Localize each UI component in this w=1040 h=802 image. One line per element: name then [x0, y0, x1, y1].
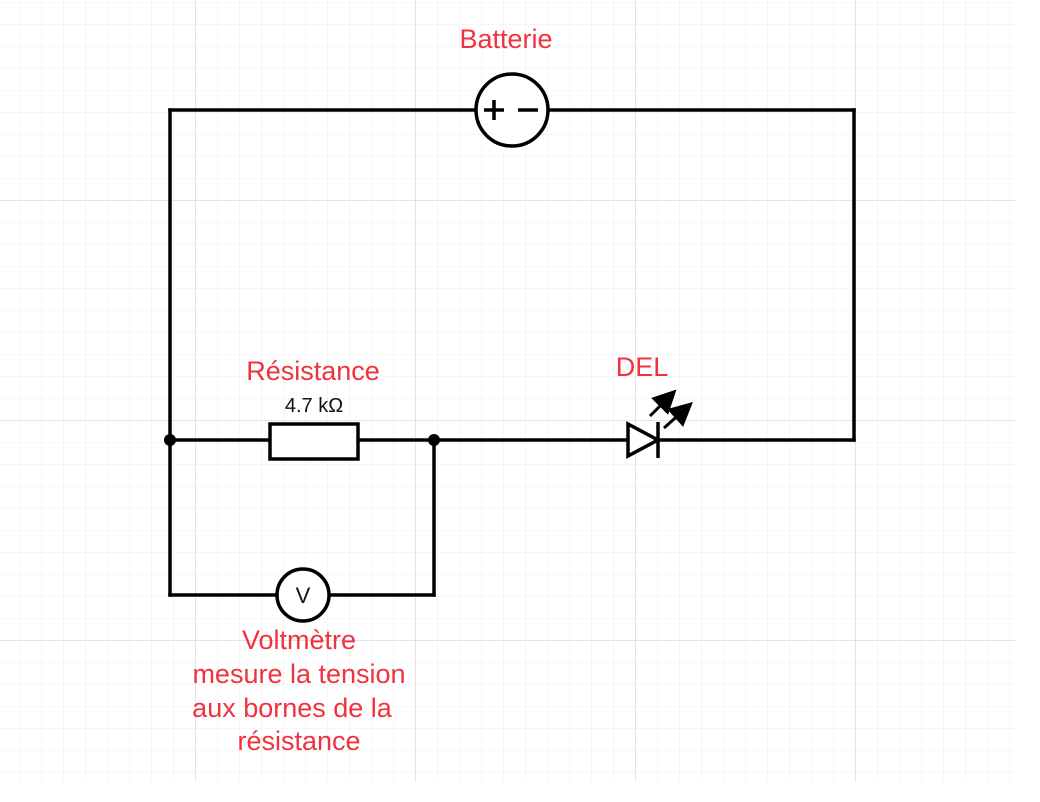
- resistor-symbol: [268, 422, 360, 461]
- battery-label: Batterie: [459, 24, 552, 54]
- battery-symbol: [474, 72, 550, 148]
- resistor-label: Résistance: [246, 356, 380, 386]
- voltmeter-label-line-1: Voltmètre: [242, 625, 356, 655]
- voltmeter-label-line-4: résistance: [237, 726, 360, 756]
- voltmeter-symbol-letter: V: [296, 583, 311, 608]
- junction-dot-left: [164, 434, 176, 446]
- voltmeter-symbol: V: [275, 567, 331, 623]
- led-symbol: [626, 389, 693, 459]
- resistor-value: 4.7 kΩ: [285, 395, 343, 417]
- voltmeter-label-line-3: aux bornes de la: [192, 693, 393, 723]
- junction-dot-right: [428, 434, 440, 446]
- wires: [168, 108, 856, 597]
- led-label: DEL: [616, 352, 669, 382]
- voltmeter-label-line-2: mesure la tension: [192, 659, 405, 689]
